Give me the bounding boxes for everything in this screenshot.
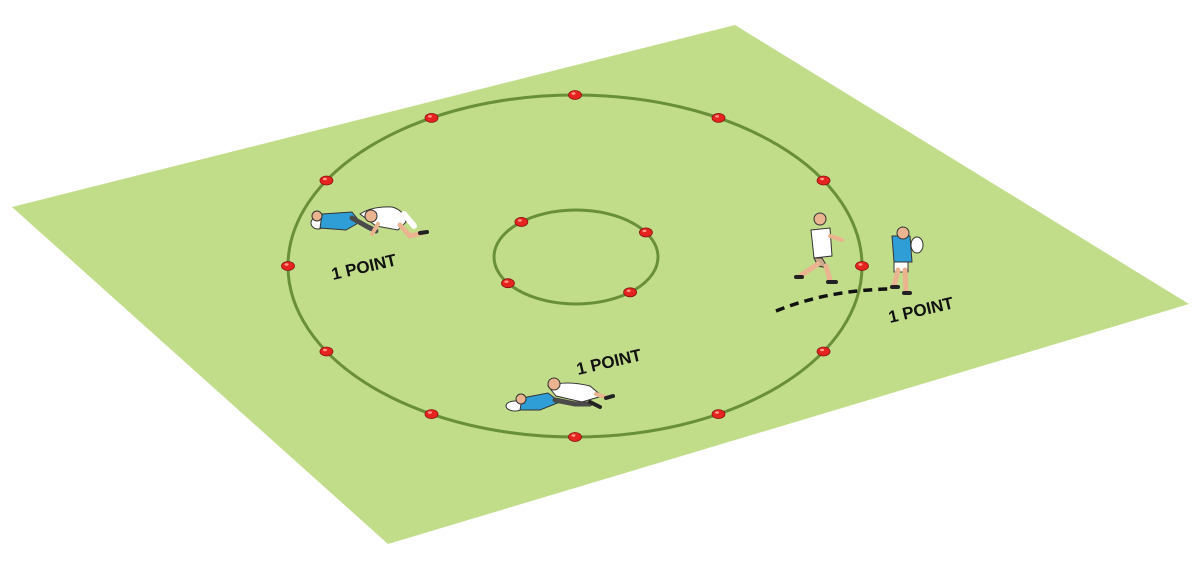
outer-ring-cone xyxy=(816,346,831,357)
outer-ring-cone xyxy=(424,409,439,419)
blue-player-ball-carrier xyxy=(890,226,924,295)
inner-ring-cone-highlight xyxy=(642,229,647,233)
inner-ring-cone xyxy=(514,217,529,227)
outer-ring-cone-highlight xyxy=(715,411,719,414)
try-group-bottom xyxy=(505,377,615,412)
inner-ring-cone xyxy=(501,278,515,289)
tackle-group-left xyxy=(310,206,429,239)
outer-ring-cone-highlight xyxy=(820,348,825,352)
inner-ring-cone xyxy=(623,287,638,298)
outer-ring-cone-highlight xyxy=(571,434,576,437)
chase-group-right xyxy=(794,212,924,295)
outer-ring-cone-highlight xyxy=(428,115,432,118)
white-player-running xyxy=(794,212,844,284)
outer-ring-cone-highlight xyxy=(571,92,576,95)
outer-ring-cone-highlight xyxy=(428,411,432,414)
outer-ring-cone xyxy=(319,346,334,357)
outer-ring-cone xyxy=(319,175,334,186)
outer-ring-cone xyxy=(568,90,582,100)
white-player-tackler xyxy=(359,206,429,239)
cone-group xyxy=(281,90,869,442)
outer-ring-cone-highlight xyxy=(284,263,289,266)
outer-ring-cone-highlight xyxy=(322,177,327,181)
outer-ring-cone xyxy=(711,409,726,419)
inner-ring-cone-highlight xyxy=(504,280,509,283)
inner-ring xyxy=(492,208,660,306)
outer-ring-cone-highlight xyxy=(322,348,327,352)
outer-ring-cone xyxy=(711,113,726,123)
outer-ring-cone-highlight xyxy=(858,263,863,266)
outer-ring-cone xyxy=(424,113,439,123)
blue-player-diving xyxy=(505,392,593,412)
outer-ring-cone-highlight xyxy=(715,115,719,118)
outer-ring-cone-highlight xyxy=(820,177,825,181)
inner-ring-cone xyxy=(639,227,653,238)
pitch-surface xyxy=(12,25,1189,544)
outer-ring-cone xyxy=(816,175,831,186)
outer-ring-cone xyxy=(855,261,869,271)
white-player-diving xyxy=(547,377,615,409)
inner-ring-cone-highlight xyxy=(626,289,631,293)
outer-ring-cone xyxy=(281,261,295,271)
outer-ring-cone xyxy=(568,432,582,442)
inner-ring-cone-highlight xyxy=(517,219,522,222)
